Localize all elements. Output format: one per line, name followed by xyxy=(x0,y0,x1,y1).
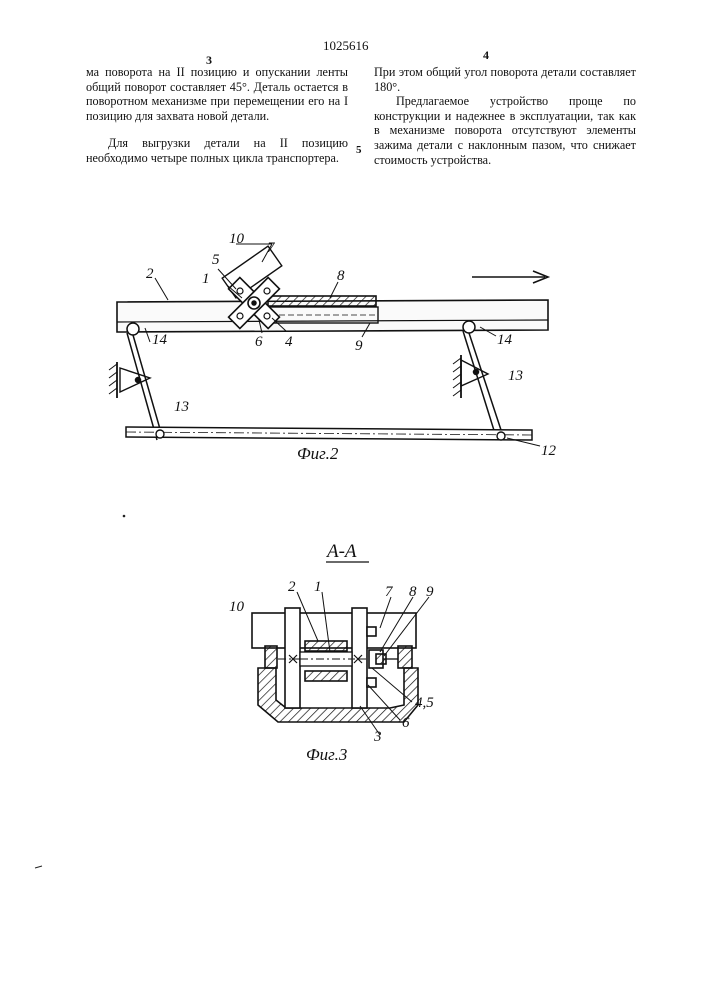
fig3-label-3: 3 xyxy=(373,729,382,745)
scan-speck xyxy=(123,515,126,518)
fig2-label-10: 10 xyxy=(229,231,245,247)
fig3-section-title: А-А xyxy=(325,541,357,562)
fig3-label-7: 7 xyxy=(385,584,394,600)
fig2-label-5: 5 xyxy=(212,252,220,268)
fig3-label-10: 10 xyxy=(229,599,245,615)
fig2-label-14-left: 14 xyxy=(152,332,168,348)
fig3-label-1: 1 xyxy=(314,579,322,595)
fig2-label-2: 2 xyxy=(146,266,154,282)
fig2-label-14-right: 14 xyxy=(497,332,513,348)
fig2-caption: Фиг.2 xyxy=(297,444,339,463)
fig2-label-12: 12 xyxy=(541,443,557,459)
fig2-label-13-left: 13 xyxy=(174,399,189,415)
scan-speck xyxy=(35,866,42,868)
fig2-label-8: 8 xyxy=(337,268,345,284)
fig2-label-7: 7 xyxy=(267,240,276,256)
fig3-label-8: 8 xyxy=(409,584,417,600)
fig2-label-1: 1 xyxy=(202,271,210,287)
fig3-label-4-5: 4,5 xyxy=(415,695,434,711)
fig2-label-4: 4 xyxy=(285,334,293,350)
fig2-label-9: 9 xyxy=(355,338,363,354)
fig3-label-2: 2 xyxy=(288,579,296,595)
fig2-label-13-right: 13 xyxy=(508,368,523,384)
fig3-label-9: 9 xyxy=(426,584,434,600)
fig3-caption: Фиг.3 xyxy=(306,745,347,764)
figure-3 xyxy=(252,592,429,735)
fig2-label-6: 6 xyxy=(255,334,263,350)
fig3-label-6: 6 xyxy=(402,715,410,731)
figure-2 xyxy=(109,244,548,446)
